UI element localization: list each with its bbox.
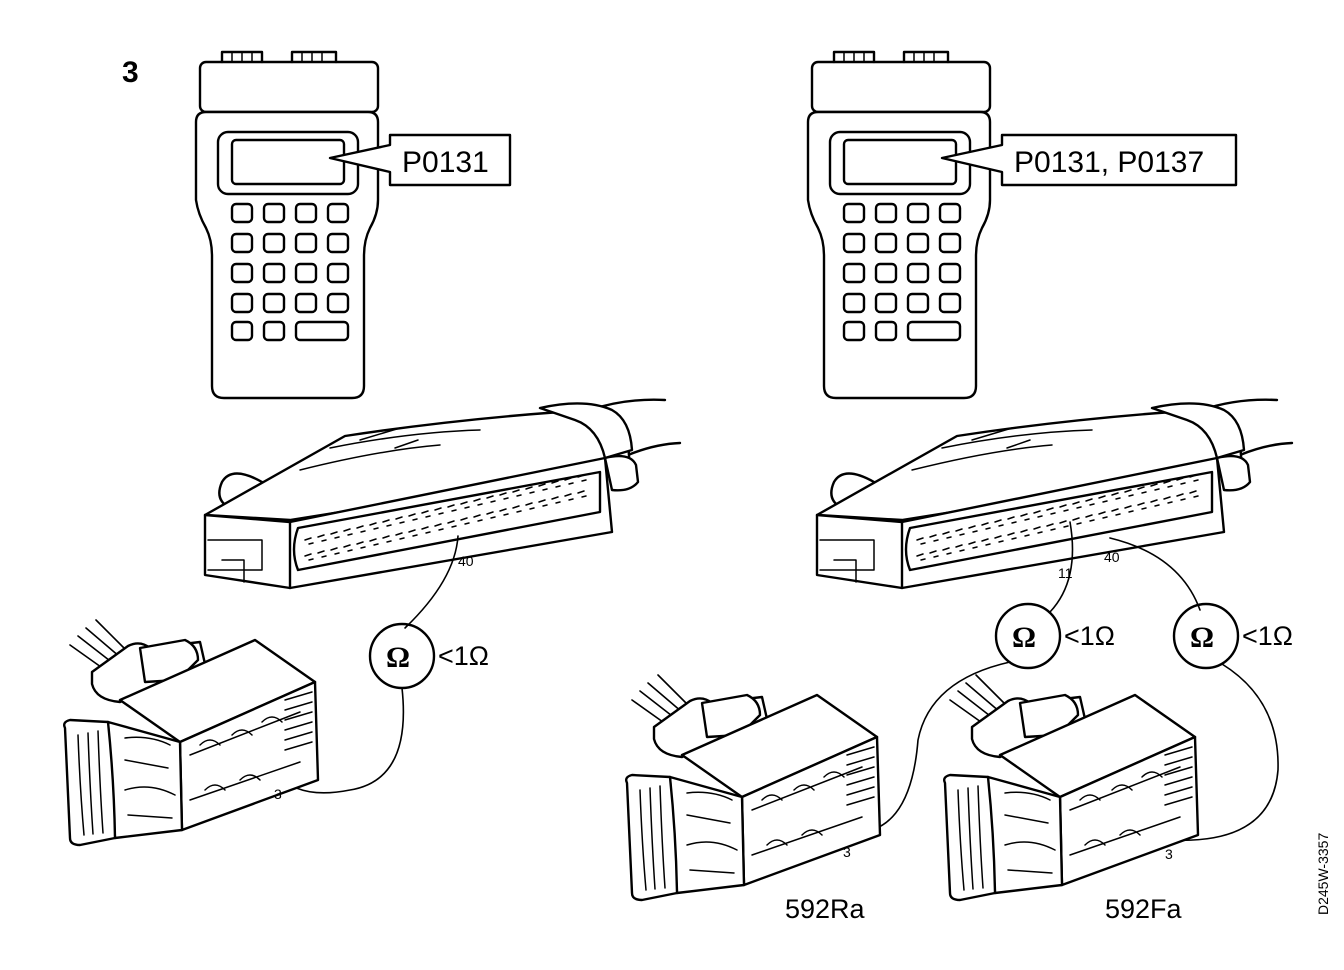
sensor-connector-592ra (624, 673, 882, 902)
drawing-reference: D245W-3357 (1315, 833, 1331, 915)
display-code-left: P0131 (402, 146, 489, 179)
ohm-symbol-left: Ω (386, 641, 410, 674)
ohm-value-left: <1Ω (438, 641, 489, 671)
ecu-pin-40-right: 40 (1104, 549, 1120, 565)
plug-pin-3-592fa: 3 (1165, 846, 1173, 862)
sensor-connector-592fa (942, 673, 1200, 902)
ecu-connector-right-body (815, 398, 1294, 590)
display-callout-left (328, 133, 512, 187)
sensor-connector-left (62, 618, 320, 847)
probe-wire-left-ecu (404, 535, 459, 629)
probe-wire-right-ecu-11 (1049, 521, 1074, 613)
probe-wire-right-plug-2 (1169, 663, 1279, 842)
plug-pin-3-592ra: 3 (843, 844, 851, 860)
plug-pin-3-left: 3 (274, 786, 282, 802)
ecu-pin-40-left: 40 (458, 553, 474, 569)
probe-wire-right-ecu-40 (1109, 537, 1201, 611)
ohm-symbol-right-2: Ω (1190, 621, 1214, 654)
display-code-right: P0131, P0137 (1014, 146, 1204, 179)
connector-label-592ra: 592Ra (785, 894, 866, 924)
ohm-value-right-1: <1Ω (1064, 621, 1115, 651)
ohm-symbol-right-1: Ω (1012, 621, 1036, 654)
figure-number: 3 (122, 56, 139, 89)
connector-label-592fa: 592Fa (1105, 894, 1183, 924)
display-callout-right (940, 133, 1238, 187)
scan-tool-left (194, 50, 380, 400)
ohm-value-right-2: <1Ω (1242, 621, 1293, 651)
scan-tool-right (806, 50, 992, 400)
ecu-connector-left (203, 398, 682, 590)
